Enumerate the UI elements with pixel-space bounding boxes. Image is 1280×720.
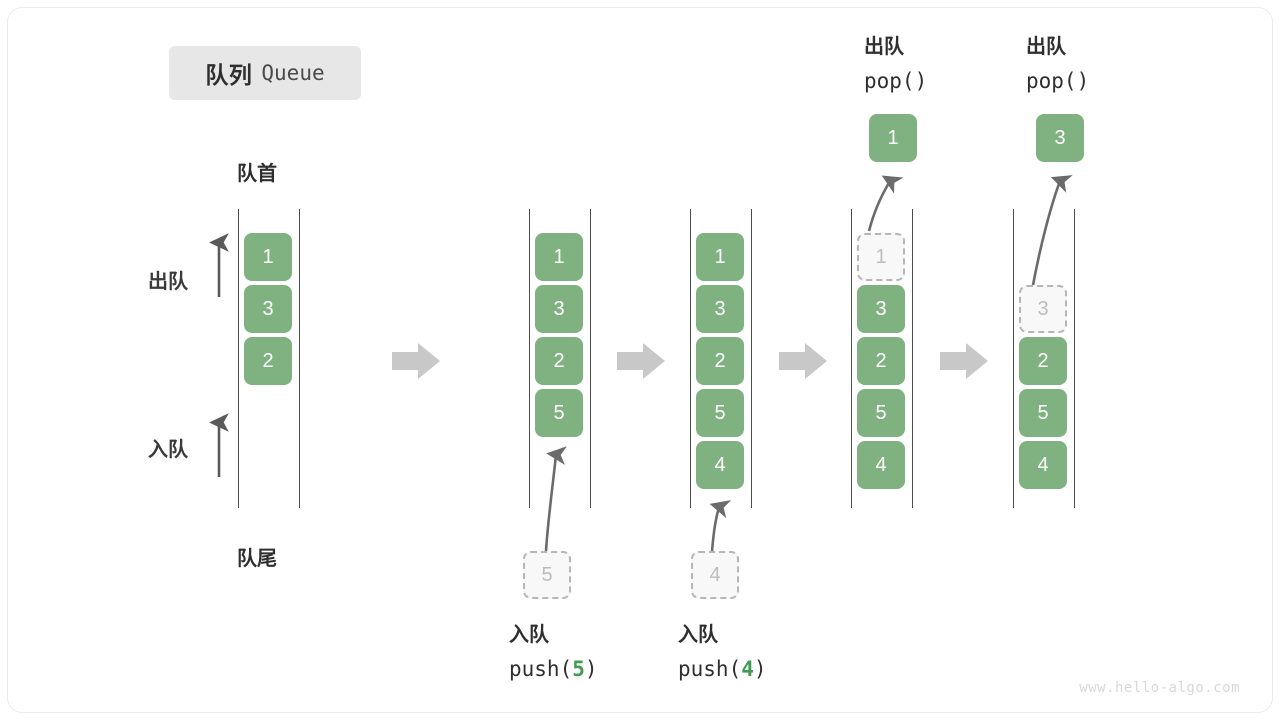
diagram-title-badge: 队列 Queue bbox=[169, 46, 361, 100]
col5-node-0: 2 bbox=[1019, 337, 1067, 385]
title-chinese: 队列 bbox=[205, 62, 253, 88]
title-english: Queue bbox=[261, 61, 325, 85]
col2-bottom-label: 入队 push(5) bbox=[509, 618, 598, 686]
col2-node-1: 3 bbox=[535, 285, 583, 333]
watermark: www.hello-algo.com bbox=[1079, 680, 1240, 696]
queue-tail-label: 队尾 bbox=[237, 548, 277, 570]
col4-top-label: 出队 pop() bbox=[864, 30, 927, 98]
enqueue-direction-label: 入队 bbox=[148, 439, 188, 461]
col4-node-2: 5 bbox=[857, 389, 905, 437]
col2-rail-left bbox=[529, 209, 530, 508]
col1-rail-left bbox=[238, 209, 239, 508]
col3-push-arg: 4 bbox=[741, 657, 754, 681]
col1-node-1: 3 bbox=[244, 285, 292, 333]
col5-popped-node: 3 bbox=[1036, 114, 1084, 162]
col4-op-cn: 出队 bbox=[864, 36, 904, 58]
col3-op-code: push(4) bbox=[678, 657, 767, 681]
col2-push-arg: 5 bbox=[572, 657, 585, 681]
col5-top-label: 出队 pop() bbox=[1026, 30, 1089, 98]
col5-rail-left bbox=[1013, 209, 1014, 508]
col3-op-cn: 入队 bbox=[678, 624, 718, 646]
col4-ghost-node: 1 bbox=[857, 233, 905, 281]
col4-popped-node: 1 bbox=[869, 114, 917, 162]
col4-op-code: pop() bbox=[864, 69, 928, 93]
col3-node-4: 4 bbox=[696, 441, 744, 489]
col3-rail-right bbox=[751, 209, 752, 508]
col1-node-0: 1 bbox=[244, 233, 292, 281]
col2-op-cn: 入队 bbox=[509, 624, 549, 646]
col4-node-3: 4 bbox=[857, 441, 905, 489]
col3-node-2: 2 bbox=[696, 337, 744, 385]
col2-node-3: 5 bbox=[535, 389, 583, 437]
col1-rail-right bbox=[299, 209, 300, 508]
col2-rail-right bbox=[590, 209, 591, 508]
dequeue-direction-label: 出队 bbox=[148, 271, 188, 293]
col5-rail-right bbox=[1074, 209, 1075, 508]
col3-ghost-node: 4 bbox=[691, 551, 739, 599]
col2-node-2: 2 bbox=[535, 337, 583, 385]
col2-node-0: 1 bbox=[535, 233, 583, 281]
col5-node-2: 4 bbox=[1019, 441, 1067, 489]
col5-op-cn: 出队 bbox=[1026, 36, 1066, 58]
col5-node-1: 5 bbox=[1019, 389, 1067, 437]
col5-ghost-node: 3 bbox=[1019, 285, 1067, 333]
col2-ghost-node: 5 bbox=[523, 551, 571, 599]
col5-op-code: pop() bbox=[1026, 69, 1090, 93]
col3-node-3: 5 bbox=[696, 389, 744, 437]
col3-node-0: 1 bbox=[696, 233, 744, 281]
diagram-card bbox=[7, 7, 1273, 713]
col4-rail-right bbox=[912, 209, 913, 508]
col2-op-code: push(5) bbox=[509, 657, 598, 681]
col1-node-2: 2 bbox=[244, 337, 292, 385]
col3-rail-left bbox=[690, 209, 691, 508]
col3-node-1: 3 bbox=[696, 285, 744, 333]
col4-node-0: 3 bbox=[857, 285, 905, 333]
col4-rail-left bbox=[851, 209, 852, 508]
col4-node-1: 2 bbox=[857, 337, 905, 385]
queue-head-label: 队首 bbox=[237, 163, 277, 185]
col3-bottom-label: 入队 push(4) bbox=[678, 618, 767, 686]
